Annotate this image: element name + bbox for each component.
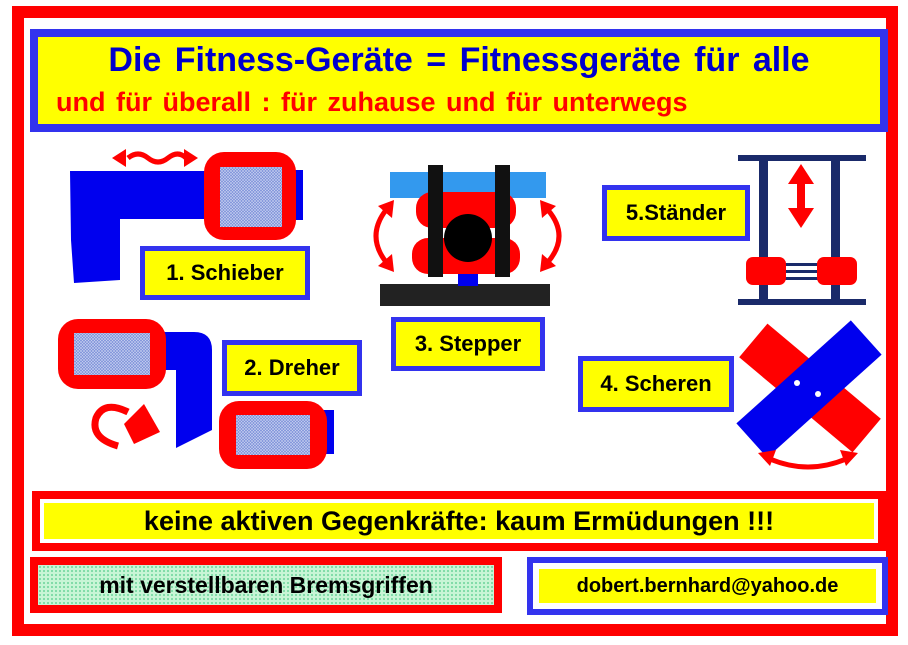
stepper-rail-left [428, 165, 443, 277]
staender-arrow-shaft [797, 180, 805, 214]
staender-grip-left [746, 257, 786, 285]
staender-rung [784, 270, 820, 273]
staender-arrow-up-icon [788, 164, 814, 184]
staender-arrow-down-icon [788, 208, 814, 228]
dreher-grip-top-mesh [74, 333, 150, 375]
staender-rung [784, 263, 820, 266]
staender-top-bar [738, 155, 866, 161]
stepper-hub [444, 214, 492, 262]
label-schieber: 1. Schieber [140, 246, 310, 300]
schieber-wave-arrow [126, 151, 188, 165]
stepper-arrow-left-top-icon [378, 200, 394, 218]
schieber-illustration [70, 149, 303, 283]
stepper-rail-right [495, 165, 510, 277]
scheren-pivot [815, 391, 821, 397]
header-subtitle: und für überall : für zuhause und für un… [56, 87, 688, 117]
scheren-pivot [794, 380, 800, 386]
staender-post-right [831, 160, 840, 300]
staender-post-left [759, 160, 768, 300]
dreher-rotate-arrow-head-icon [124, 404, 160, 444]
email-address: dobert.bernhard@yahoo.de [539, 569, 876, 603]
stepper-arrow-left [373, 208, 389, 264]
stepper-illustration [373, 165, 562, 306]
label-scheren: 4. Scheren [578, 356, 734, 412]
header-banner: Die Fitness-Geräte = Fitnessgeräte für a… [30, 29, 888, 132]
staender-bottom-bar [738, 299, 866, 305]
brakes-note: mit verstellbaren Bremsgriffen [30, 557, 502, 613]
stepper-arrow-right [546, 208, 562, 264]
label-staender: 5.Ständer [602, 185, 750, 241]
stepper-arrow-left-bottom-icon [378, 254, 394, 272]
scheren-arm-blue [736, 320, 882, 458]
header-title: Die Fitness-Geräte = Fitnessgeräte für a… [108, 41, 810, 79]
scheren-illustration [736, 320, 882, 470]
scheren-arrow-right-icon [840, 450, 858, 466]
schieber-arrow-left-icon [112, 149, 126, 167]
stepper-base [380, 284, 550, 306]
schieber-grip-mesh [220, 167, 282, 227]
staender-illustration [738, 155, 866, 305]
stepper-arrow-right-top-icon [540, 200, 556, 218]
staender-grip-right [817, 257, 857, 285]
schieber-body [70, 171, 205, 283]
scheren-arrow-left-icon [758, 450, 776, 466]
label-stepper: 3. Stepper [391, 317, 545, 371]
label-dreher: 2. Dreher [222, 340, 362, 396]
stepper-arrow-right-bottom-icon [540, 254, 556, 272]
staender-rung [784, 277, 820, 280]
scheren-arrow [769, 456, 847, 470]
dreher-illustration [58, 319, 334, 469]
slogan-box: keine aktiven Gegenkräfte: kaum Ermüdung… [32, 491, 886, 551]
slogan-text: keine aktiven Gegenkräfte: kaum Ermüdung… [44, 503, 874, 539]
email-box: dobert.bernhard@yahoo.de [527, 557, 888, 615]
schieber-arrow-right-icon [184, 149, 198, 167]
dreher-rotate-arrow [91, 403, 130, 450]
dreher-grip-bottom-mesh [236, 415, 310, 455]
outer-red-frame [12, 6, 898, 636]
